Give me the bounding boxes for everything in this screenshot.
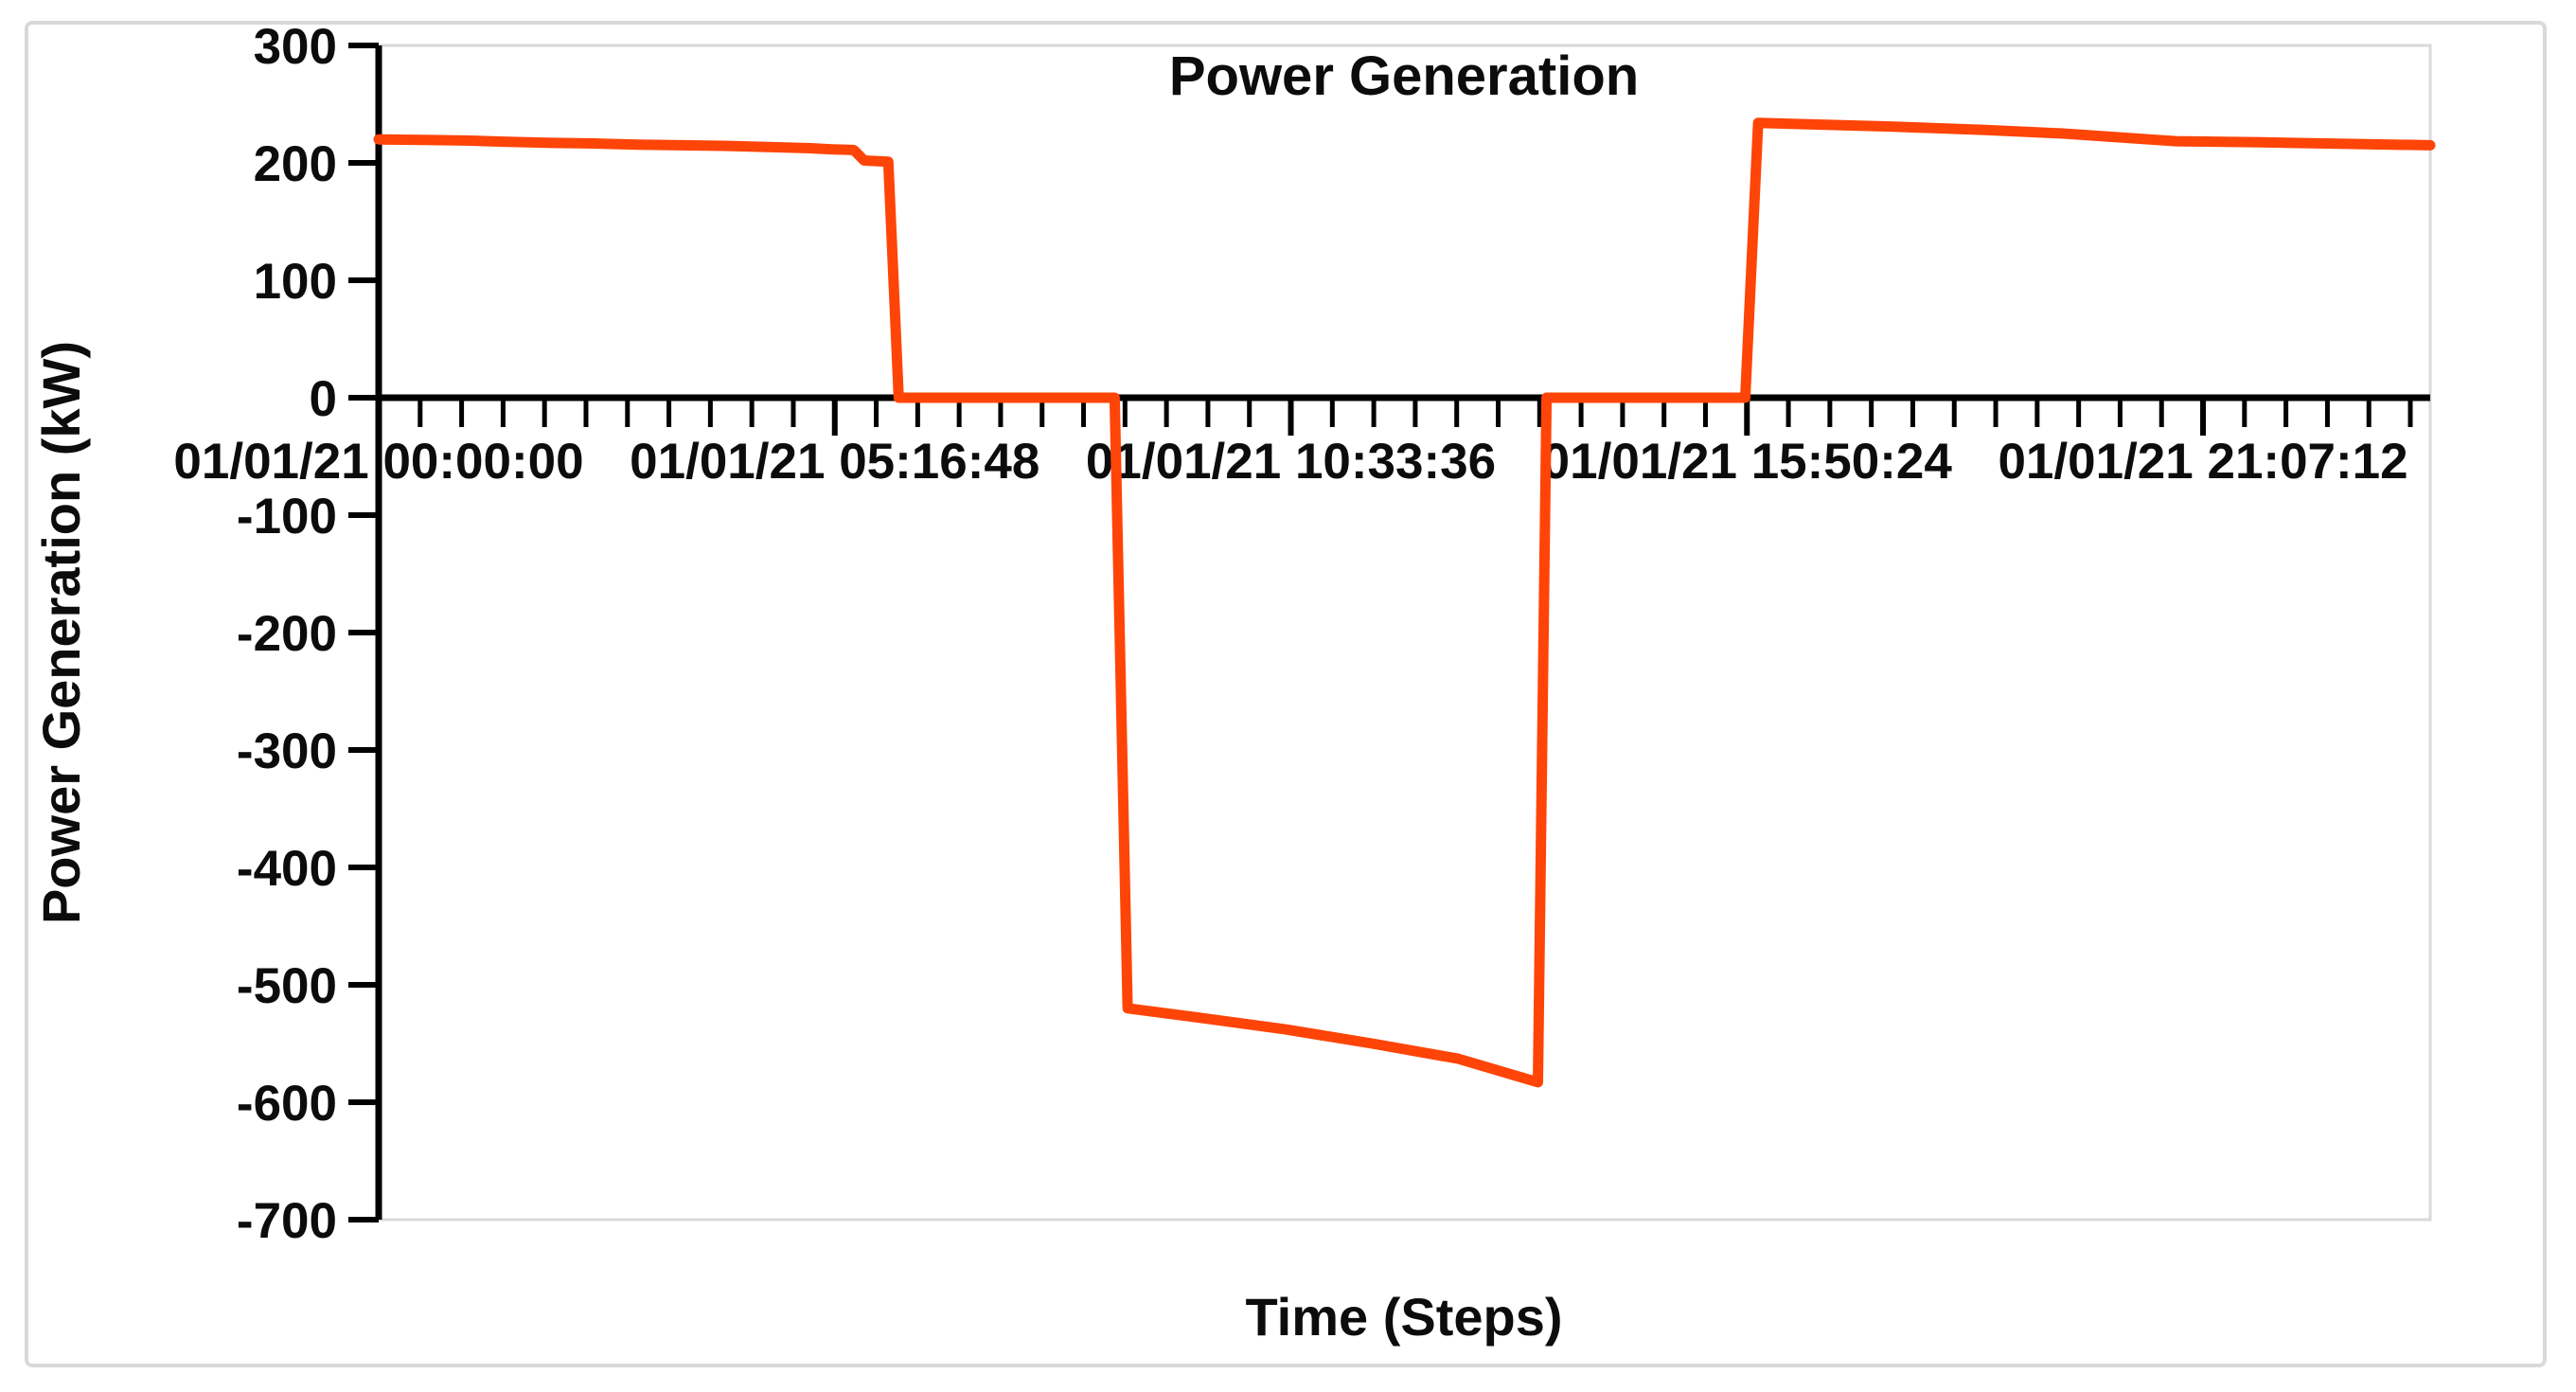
- axes: [375, 45, 2430, 1220]
- y-tick-label: -500: [237, 958, 337, 1014]
- x-axis-title: Time (Steps): [1245, 1287, 1562, 1347]
- y-tick-group: 300 200 100 0 -100 -200 -300 -400 -500 -600 -700: [237, 19, 379, 1249]
- series-group: [373, 117, 2436, 1088]
- y-tick-label: 100: [254, 254, 337, 310]
- x-tick-label: 01/01/21 10:33:36: [1086, 434, 1496, 490]
- y-tick-label: 0: [310, 371, 337, 427]
- chart-card: [25, 21, 2547, 1367]
- y-tick-label: 300: [254, 19, 337, 75]
- y-tick-label: -300: [237, 723, 337, 779]
- y-tick-label: -700: [237, 1193, 337, 1249]
- y-tick-label: -200: [237, 606, 337, 662]
- plot-frame-line: [379, 44, 2432, 1222]
- plot-frame: [379, 44, 2432, 1222]
- x-tick-label: 01/01/21 21:07:12: [1998, 434, 2407, 490]
- x-tick-label: 01/01/21 05:16:48: [630, 434, 1039, 490]
- series-line: [373, 117, 2436, 1088]
- y-tick-label: -100: [237, 489, 337, 544]
- y-axis-title: Power Generation (kW): [31, 341, 91, 924]
- y-tick-label: -400: [237, 841, 337, 897]
- y-tick-label: 200: [254, 136, 337, 192]
- x-tick-label: 01/01/21 15:50:24: [1542, 434, 1953, 490]
- chart-title: Power Generation: [1169, 45, 1639, 107]
- y-tick-label: -600: [237, 1076, 337, 1132]
